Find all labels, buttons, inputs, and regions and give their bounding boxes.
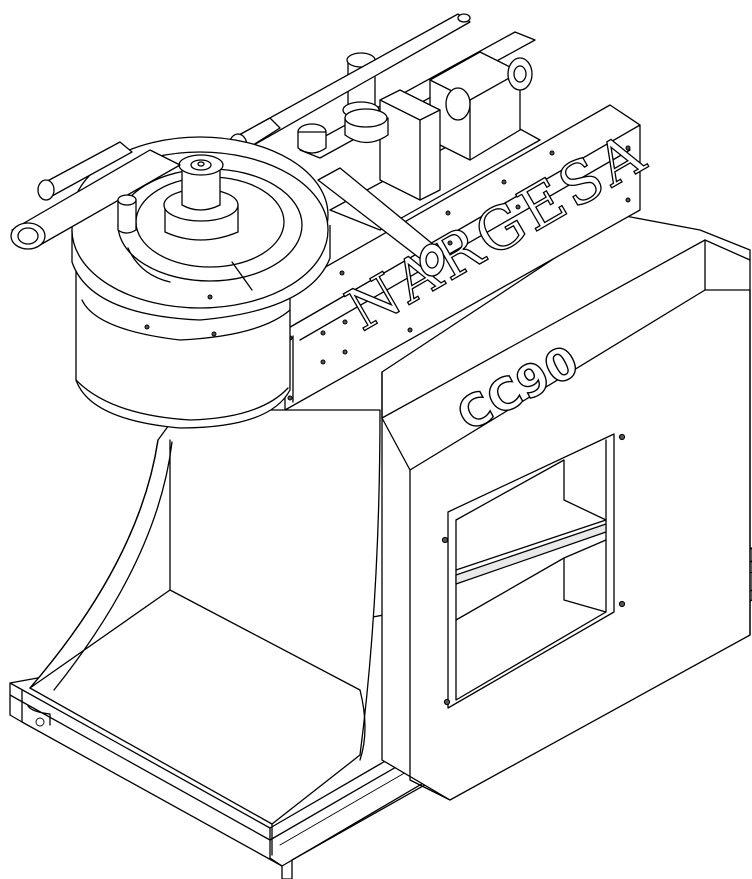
column-support bbox=[29, 409, 381, 856]
bending-head bbox=[10, 136, 445, 429]
cabinet bbox=[381, 214, 751, 801]
drive-mechanism bbox=[228, 13, 541, 231]
